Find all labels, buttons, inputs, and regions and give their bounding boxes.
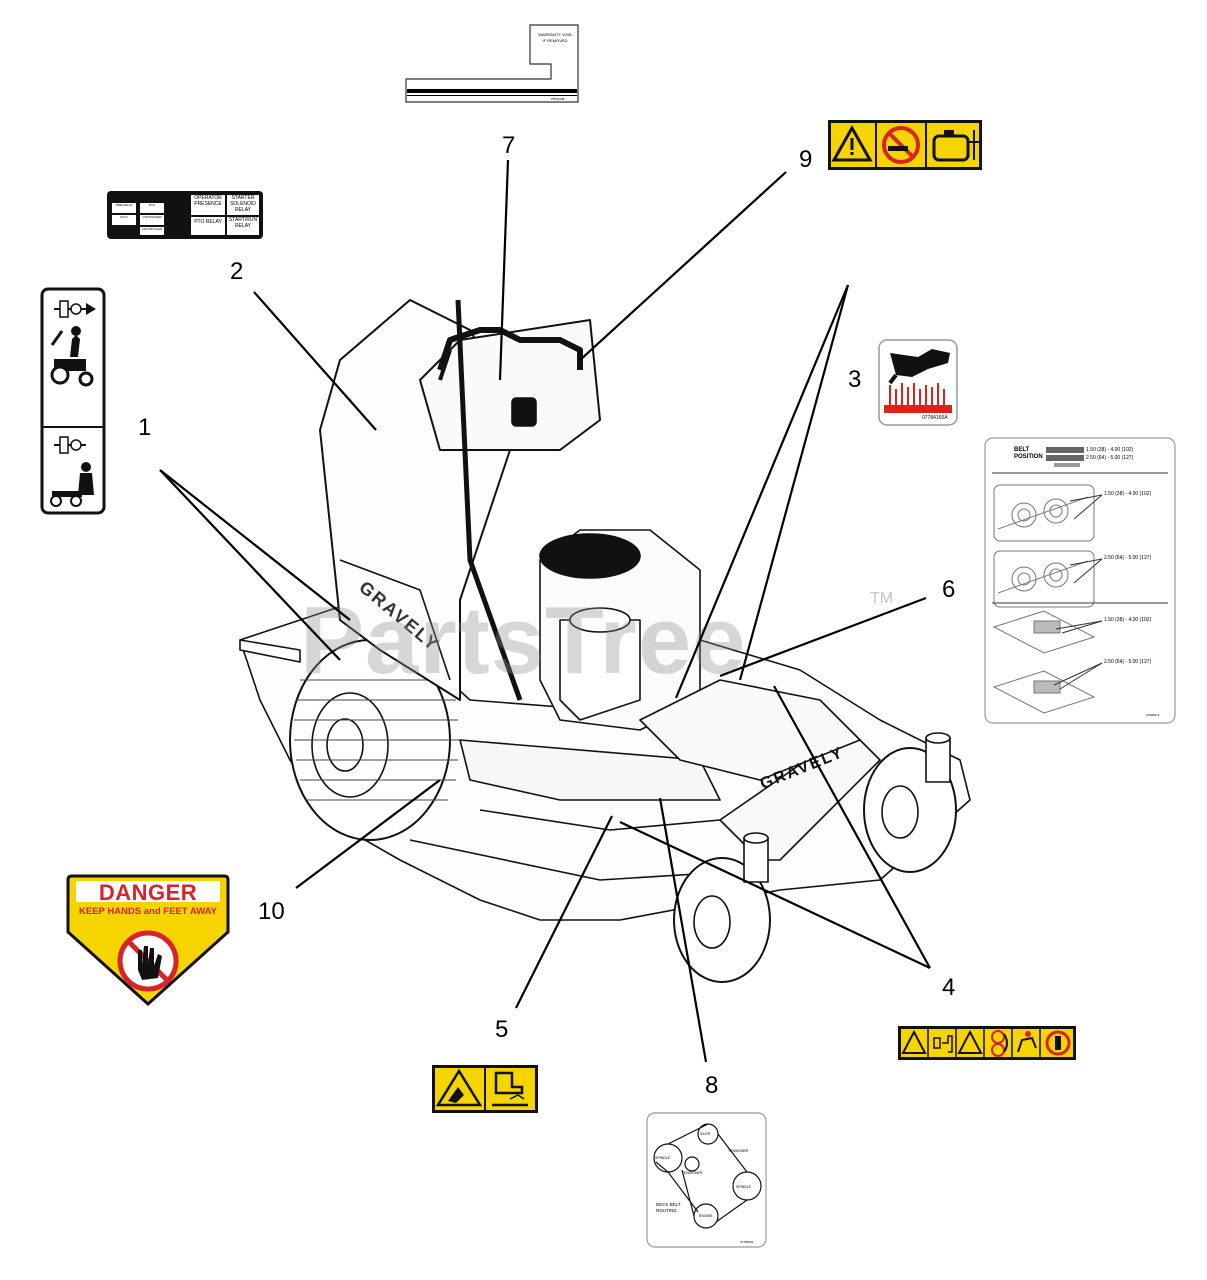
relay-start-run-label: START/RUN RELAY xyxy=(228,217,258,229)
callout-1: 1 xyxy=(138,414,152,441)
belt-top-pos2: 2.50 (64) - 5.00 (127) xyxy=(1086,455,1134,461)
callout-10: 10 xyxy=(258,898,285,925)
callout-5: 5 xyxy=(495,1016,509,1043)
leader-1a xyxy=(159,469,351,621)
leader-2 xyxy=(253,291,377,431)
warranty-decal-outline xyxy=(405,24,579,103)
belt-title-2: POSITION xyxy=(1014,454,1043,460)
watermark-text: PartsTree xyxy=(300,587,747,694)
leader-1b xyxy=(159,469,341,661)
relay-operator-presence-label: OPERATOR PRESENCE xyxy=(194,195,222,207)
relay-crossover-label: CROSSOVER xyxy=(142,215,162,219)
callout-2: 2 xyxy=(230,258,244,285)
deck-belt-routing-graphic xyxy=(646,1112,767,1248)
routing-tensioner-1-label: TENSIONER xyxy=(728,1149,749,1153)
hot-surface-part-number: 07784160A xyxy=(922,415,948,421)
control-lever xyxy=(455,299,523,701)
warranty-part-number: 07849138 xyxy=(551,97,565,101)
relay-cell-operator-presence: OPERATOR PRESENCE xyxy=(191,195,225,215)
danger-decal: DANGER KEEP HANDS and FEET AWAY xyxy=(66,874,230,1007)
callout-4: 4 xyxy=(942,974,956,1001)
callout-9: 9 xyxy=(799,146,813,173)
leader-9 xyxy=(579,171,787,361)
routing-part-number: 07786602 xyxy=(740,1240,754,1244)
belt-diagram-pos2-b: 2.50 (64) - 5.00 (127) xyxy=(1104,659,1152,665)
leader-6 xyxy=(719,596,927,678)
hot-surface-graphic xyxy=(878,339,958,426)
routing-idler-label: IDLER xyxy=(700,1132,711,1136)
routing-spindle-left-label: SPINDLE xyxy=(655,1156,670,1160)
parking-brake-graphic xyxy=(40,287,106,515)
relay-cell-crossover: CROSSOVER xyxy=(140,215,164,225)
belt-diagram-pos1-a: 1.50 (38) - 4.00 (102) xyxy=(1104,491,1152,497)
leader-8 xyxy=(658,797,708,1063)
belt-title-1: BELT xyxy=(1014,447,1030,453)
danger-subtitle: KEEP HANDS and FEET AWAY xyxy=(79,906,217,917)
relay-cell-accy: ACCY xyxy=(112,215,136,225)
leader-7 xyxy=(498,159,510,381)
leader-3a xyxy=(674,284,850,699)
routing-title-1: DECK BELT xyxy=(656,1202,681,1207)
belt-top-pos1: 1.50 (38) - 4.00 (102) xyxy=(1086,447,1134,453)
fuel-warning-decal xyxy=(828,120,982,170)
operation-warning-decal xyxy=(898,1026,1076,1060)
relay-controller-label: CONTROLLER xyxy=(141,227,163,231)
callout-6: 6 xyxy=(942,576,956,603)
belt-part-number: 07828974 xyxy=(1146,713,1160,717)
operation-warning-graphic xyxy=(898,1026,1076,1060)
leader-5 xyxy=(515,815,613,1009)
operator-platform xyxy=(459,739,721,801)
deck-cover-right xyxy=(639,679,861,781)
callout-3: 3 xyxy=(848,366,862,393)
relay-cell-pto-relay: PTO RELAY xyxy=(191,217,225,235)
relay-time-delay-label: TIME DELAY xyxy=(115,203,133,207)
leader-10 xyxy=(295,779,441,889)
belt-diagram-pos2-a: 2.50 (64) - 5.00 (127) xyxy=(1104,555,1152,561)
callout-7: 7 xyxy=(502,132,516,159)
callout-8: 8 xyxy=(705,1072,719,1099)
leader-3b xyxy=(738,284,850,681)
danger-title: DANGER xyxy=(98,880,198,905)
relay-cell-time-delay: TIME DELAY xyxy=(112,203,136,213)
deck-belt-routing-decal: IDLER SPINDLE TENSIONER TENSIONER SPINDL… xyxy=(646,1112,767,1248)
routing-spindle-right-label: SPINDLE xyxy=(736,1185,751,1189)
parking-brake-decal xyxy=(40,287,106,515)
routing-tensioner-2-label: TENSIONER xyxy=(682,1171,703,1175)
relay-pto-relay-label: PTO RELAY xyxy=(194,219,222,225)
hot-surface-decal: 07784160A xyxy=(878,339,958,426)
leader-4b xyxy=(773,685,931,969)
relay-cell-starter-solenoid: STARTER SOLENOID RELAY xyxy=(227,195,259,215)
blade-warning-decal xyxy=(432,1065,538,1113)
relay-cell-controller: CONTROLLER xyxy=(140,227,164,235)
watermark-tm: TM xyxy=(870,590,894,607)
relay-accy-label: ACCY xyxy=(119,215,129,219)
warranty-void-decal: WARRANTY VOID IF REMOVED 07849138 xyxy=(403,22,581,104)
belt-diagram-pos1-b: 1.50 (38) - 4.00 (102) xyxy=(1104,617,1152,623)
relay-pto-label: PTO xyxy=(148,203,156,207)
blade-warning-graphic xyxy=(432,1065,538,1113)
routing-title-2: ROUTING xyxy=(656,1208,677,1213)
engine-air-filter xyxy=(539,533,641,579)
belt-position-decal: BELT POSITION 1.50 (38) - 4.00 (102) 2.5… xyxy=(984,437,1176,724)
fuel-warning-graphic xyxy=(828,120,982,170)
relay-cell-pto: PTO xyxy=(140,203,164,213)
relay-starter-solenoid-label: STARTER SOLENOID RELAY xyxy=(230,195,256,213)
leader-4a xyxy=(619,821,931,969)
routing-engine-label: ENGINE xyxy=(699,1214,713,1218)
danger-decal-shape xyxy=(66,874,230,1007)
warranty-line2: IF REMOVED xyxy=(542,38,568,43)
handle-bar xyxy=(437,327,583,371)
relay-cell-start-run: START/RUN RELAY xyxy=(227,217,259,235)
belt-position-graphic xyxy=(984,437,1176,724)
warranty-line1: WARRANTY VOID xyxy=(538,32,572,37)
relay-label-decal: TIME DELAY PTO ACCY CROSSOVER CONTROLLER… xyxy=(107,191,263,239)
